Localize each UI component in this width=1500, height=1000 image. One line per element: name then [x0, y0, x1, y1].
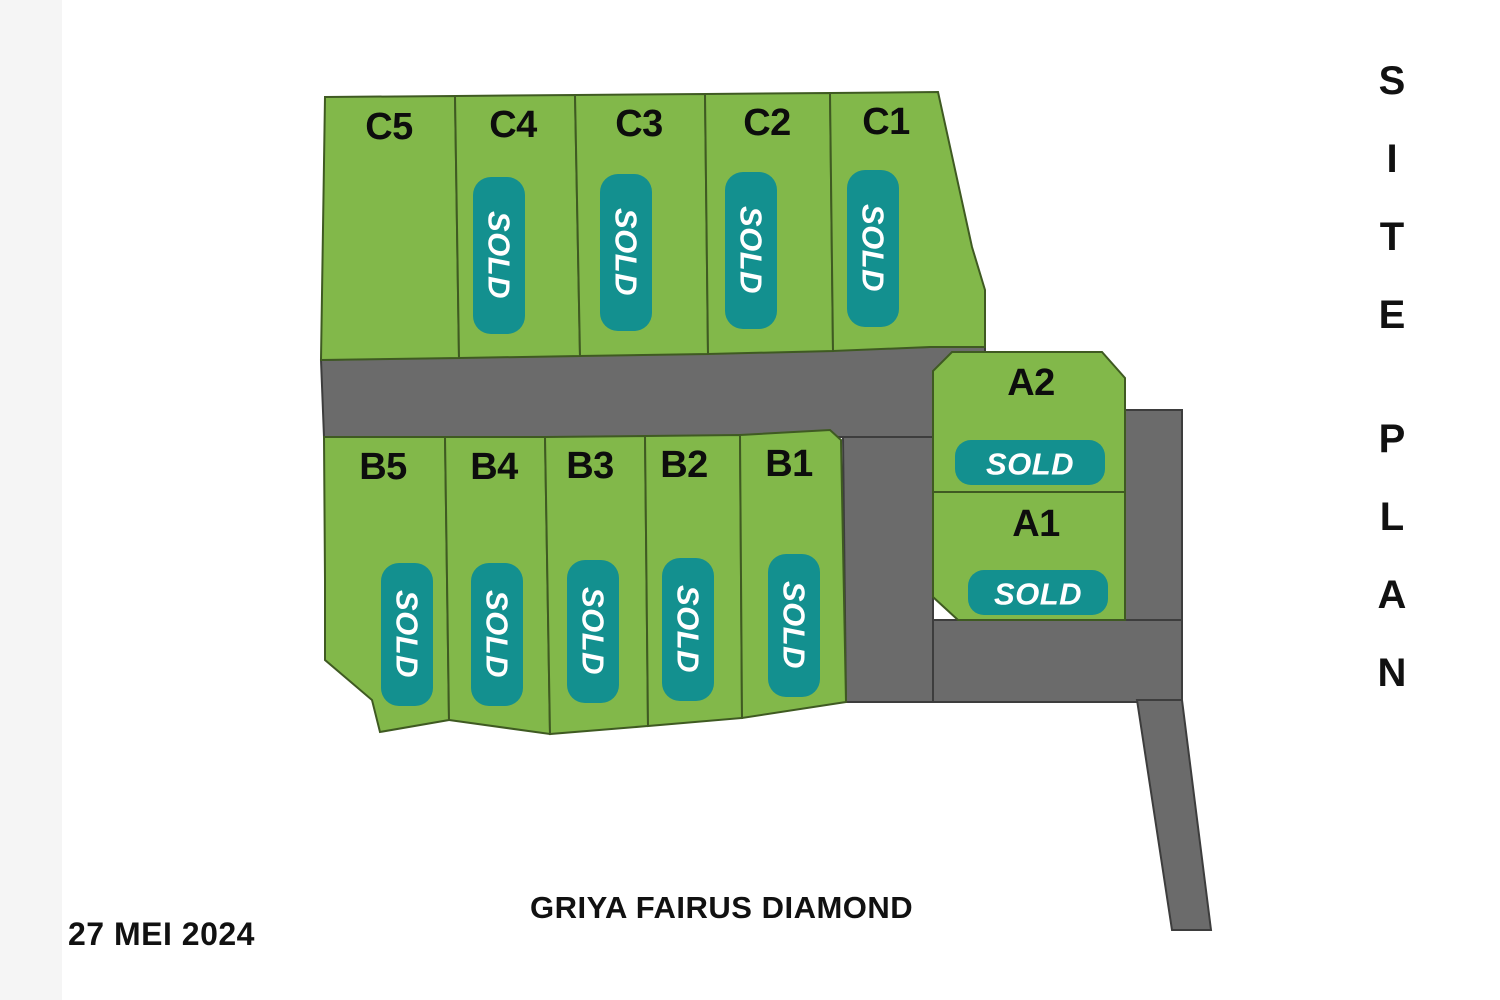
sold-badge-B4: SOLD [471, 563, 523, 706]
sold-badge-B5: SOLD [381, 563, 433, 706]
title-char-t: T [1379, 215, 1405, 259]
sold-label-C1: SOLD [856, 204, 891, 292]
sold-label-B1: SOLD [777, 581, 812, 669]
sold-badge-A1: SOLD [968, 570, 1108, 615]
road-vertical-centre [841, 436, 934, 703]
page-canvas: SOLD SOLD SOLD SOLD SOLD [62, 0, 1500, 1000]
plan-date: 27 MEI 2024 [68, 916, 255, 952]
sold-label-B3: SOLD [576, 587, 611, 675]
title-char-i: I [1386, 137, 1398, 181]
lot-label-C2: C2 [743, 102, 791, 144]
lot-label-C4: C4 [489, 104, 537, 146]
lot-label-B4: B4 [470, 446, 518, 488]
site-plan-title-vertical: S I T E P L A N [1352, 42, 1432, 712]
lot-label-C1: C1 [862, 101, 910, 143]
road-main-horizontal [319, 346, 986, 438]
lot-label-B2: B2 [660, 444, 708, 486]
sold-label-A1: SOLD [994, 577, 1082, 612]
title-char-a: A [1377, 573, 1407, 617]
sold-badge-C1: SOLD [847, 170, 899, 327]
sold-badge-B1: SOLD [768, 554, 820, 697]
title-char-p: P [1378, 417, 1406, 461]
sold-label-C4: SOLD [482, 211, 517, 299]
lot-label-C5: C5 [365, 106, 413, 148]
sold-label-C3: SOLD [609, 208, 644, 296]
sold-label-B2: SOLD [671, 585, 706, 673]
title-char-n: N [1377, 651, 1407, 695]
sold-label-A2: SOLD [986, 447, 1074, 482]
lot-label-B5: B5 [359, 446, 407, 488]
title-char-e: E [1378, 293, 1406, 337]
lot-label-A2: A2 [1007, 362, 1055, 404]
project-name: GRIYA FAIRUS DIAMOND [530, 890, 914, 925]
sold-badge-C3: SOLD [600, 174, 652, 331]
sold-label-C2: SOLD [734, 206, 769, 294]
sold-label-B4: SOLD [480, 590, 515, 678]
sold-badge-B3: SOLD [567, 560, 619, 703]
lot-label-C3: C3 [615, 103, 663, 145]
title-char-s: S [1378, 59, 1406, 103]
lot-label-A1: A1 [1012, 503, 1060, 545]
title-char-l: L [1379, 495, 1405, 539]
road-driveway-south [1135, 699, 1213, 931]
lot-labels: C5 C4 C3 C2 C1 B5 B4 B3 B2 B1 A2 A1 [359, 101, 1060, 545]
sold-badge-B2: SOLD [662, 558, 714, 701]
lot-label-B3: B3 [566, 445, 614, 487]
road-under-a-block [932, 619, 1183, 703]
sold-badge-A2: SOLD [955, 440, 1105, 485]
sold-badge-C2: SOLD [725, 172, 777, 329]
lot-label-B1: B1 [765, 443, 813, 485]
sold-badges: SOLD SOLD SOLD SOLD SOLD [381, 170, 1108, 706]
sold-badge-C4: SOLD [473, 177, 525, 334]
sold-label-B5: SOLD [390, 590, 425, 678]
